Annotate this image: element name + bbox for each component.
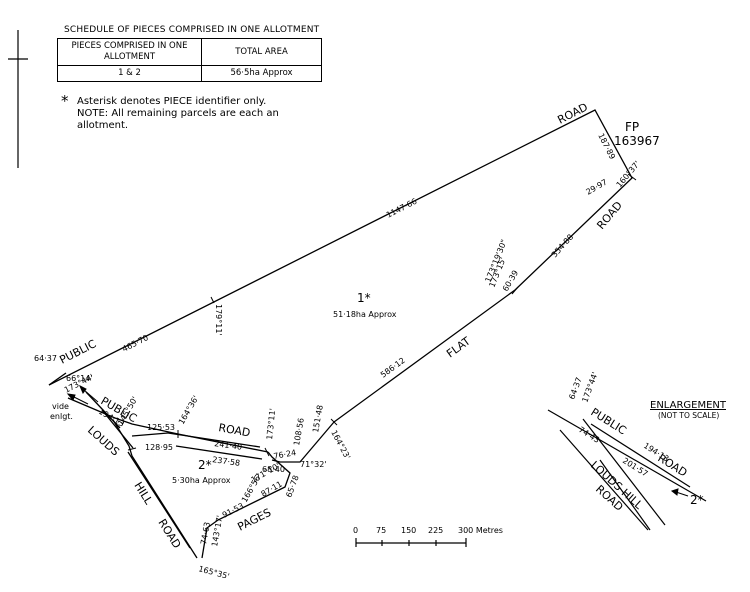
dist-76: 76·24 <box>273 448 297 461</box>
bearing-173-11: 173°11' <box>265 408 277 440</box>
scale-tick-300: 300 Metres <box>458 526 503 535</box>
dist-top: 1147·66 <box>385 197 419 220</box>
boundary-ticks <box>127 173 637 457</box>
dist-ne2: 354·88 <box>550 233 575 260</box>
dist-65: 65·78 <box>284 474 300 499</box>
enl-piece2: 2* <box>690 493 704 507</box>
louds-label: LOUDS <box>85 424 122 459</box>
road-mid-label: ROAD <box>217 421 251 439</box>
bearing-164-23: 164°23' <box>329 429 352 461</box>
scale-tick-75: 75 <box>376 526 386 535</box>
enlargement-title: ENLARGEMENT <box>650 400 727 411</box>
table-row: 1 & 2 56·5ha Approx <box>57 65 322 82</box>
vide-enlgt-1: vide <box>52 402 69 411</box>
bearing-179: 179°11' <box>214 304 223 336</box>
enlargement-arrow <box>670 488 689 497</box>
note-asterisk: Asterisk denotes PIECE identifier only. <box>77 96 267 107</box>
dist-74: 74·63 <box>199 521 212 545</box>
road-ne-label: ROAD <box>594 199 625 232</box>
notes-block: * Asterisk denotes PIECE identifier only… <box>61 92 314 132</box>
dist-60: 60·39 <box>501 269 520 293</box>
scale-tick-225: 225 <box>428 526 443 535</box>
boundary-lines <box>48 109 633 559</box>
dist-68: 68·40 <box>262 465 285 474</box>
piece1-label: 1* <box>357 291 371 305</box>
hill-label: HILL <box>131 480 155 508</box>
dist-241: 241·40 <box>214 439 243 452</box>
dist-128: 128·95 <box>145 443 173 452</box>
dist-586: 586·12 <box>379 356 407 380</box>
road-top-label: ROAD <box>555 101 590 127</box>
north-marker <box>8 30 28 168</box>
piece2-area: 5·30ha Approx <box>172 476 231 485</box>
leader-arrows <box>66 384 99 405</box>
enlargement-lines <box>547 409 707 531</box>
scale-tick-0: 0 <box>353 526 358 535</box>
dist-87: 87·11 <box>260 479 284 498</box>
asterisk-icon: * <box>61 92 69 110</box>
table-row: PIECES COMPRISED IN ONE ALLOTMENT TOTAL … <box>57 38 322 66</box>
public-label: PUBLIC <box>57 337 98 367</box>
dist-64-37: 64·37 <box>34 354 57 363</box>
dist-ne1: 29·97 <box>585 177 609 196</box>
bearing-66: 66°14' <box>66 374 93 383</box>
cell-pieces: 1 & 2 <box>57 65 202 82</box>
fp-number: 163967 <box>614 134 660 148</box>
enl-dist-201: 201·57 <box>621 456 650 478</box>
enlargement-subtitle: (NOT TO SCALE) <box>658 411 719 420</box>
scale-tick-150: 150 <box>401 526 416 535</box>
note-allotment: NOTE: All remaining parcels are each an … <box>77 108 279 131</box>
dist-91: 91·53 <box>221 501 245 519</box>
header-pieces: PIECES COMPRISED IN ONE ALLOTMENT <box>57 38 202 66</box>
road-sw-label: ROAD <box>155 517 183 551</box>
schedule-table: PIECES COMPRISED IN ONE ALLOTMENT TOTAL … <box>57 38 322 82</box>
dist-108: 108·56 <box>292 417 306 446</box>
dist-151: 151·48 <box>311 404 325 433</box>
dist-465: 465·70 <box>121 333 150 354</box>
fp-label: FP <box>625 120 639 134</box>
schedule-title: SCHEDULE OF PIECES COMPRISED IN ONE ALLO… <box>64 25 320 35</box>
piece1-area: 51·18ha Approx <box>333 310 397 319</box>
bearing-165: 165°35' <box>197 564 230 581</box>
bearing-71: 71°32' <box>300 460 327 469</box>
bearing-164-36: 164°36' <box>177 394 201 426</box>
dist-237: 237·58 <box>212 455 241 468</box>
bearing-143: 143°17' <box>210 515 224 548</box>
vide-enlgt-2: enlgt. <box>50 412 73 421</box>
enl-bearing-173: 173°44' <box>580 371 599 404</box>
scale-bar <box>355 538 467 547</box>
piece2-label: 2* <box>198 458 212 472</box>
dist-125: 125·53 <box>147 423 175 432</box>
bearing-160: 160°37' <box>615 159 642 189</box>
cell-area: 56·5ha Approx <box>201 65 322 82</box>
